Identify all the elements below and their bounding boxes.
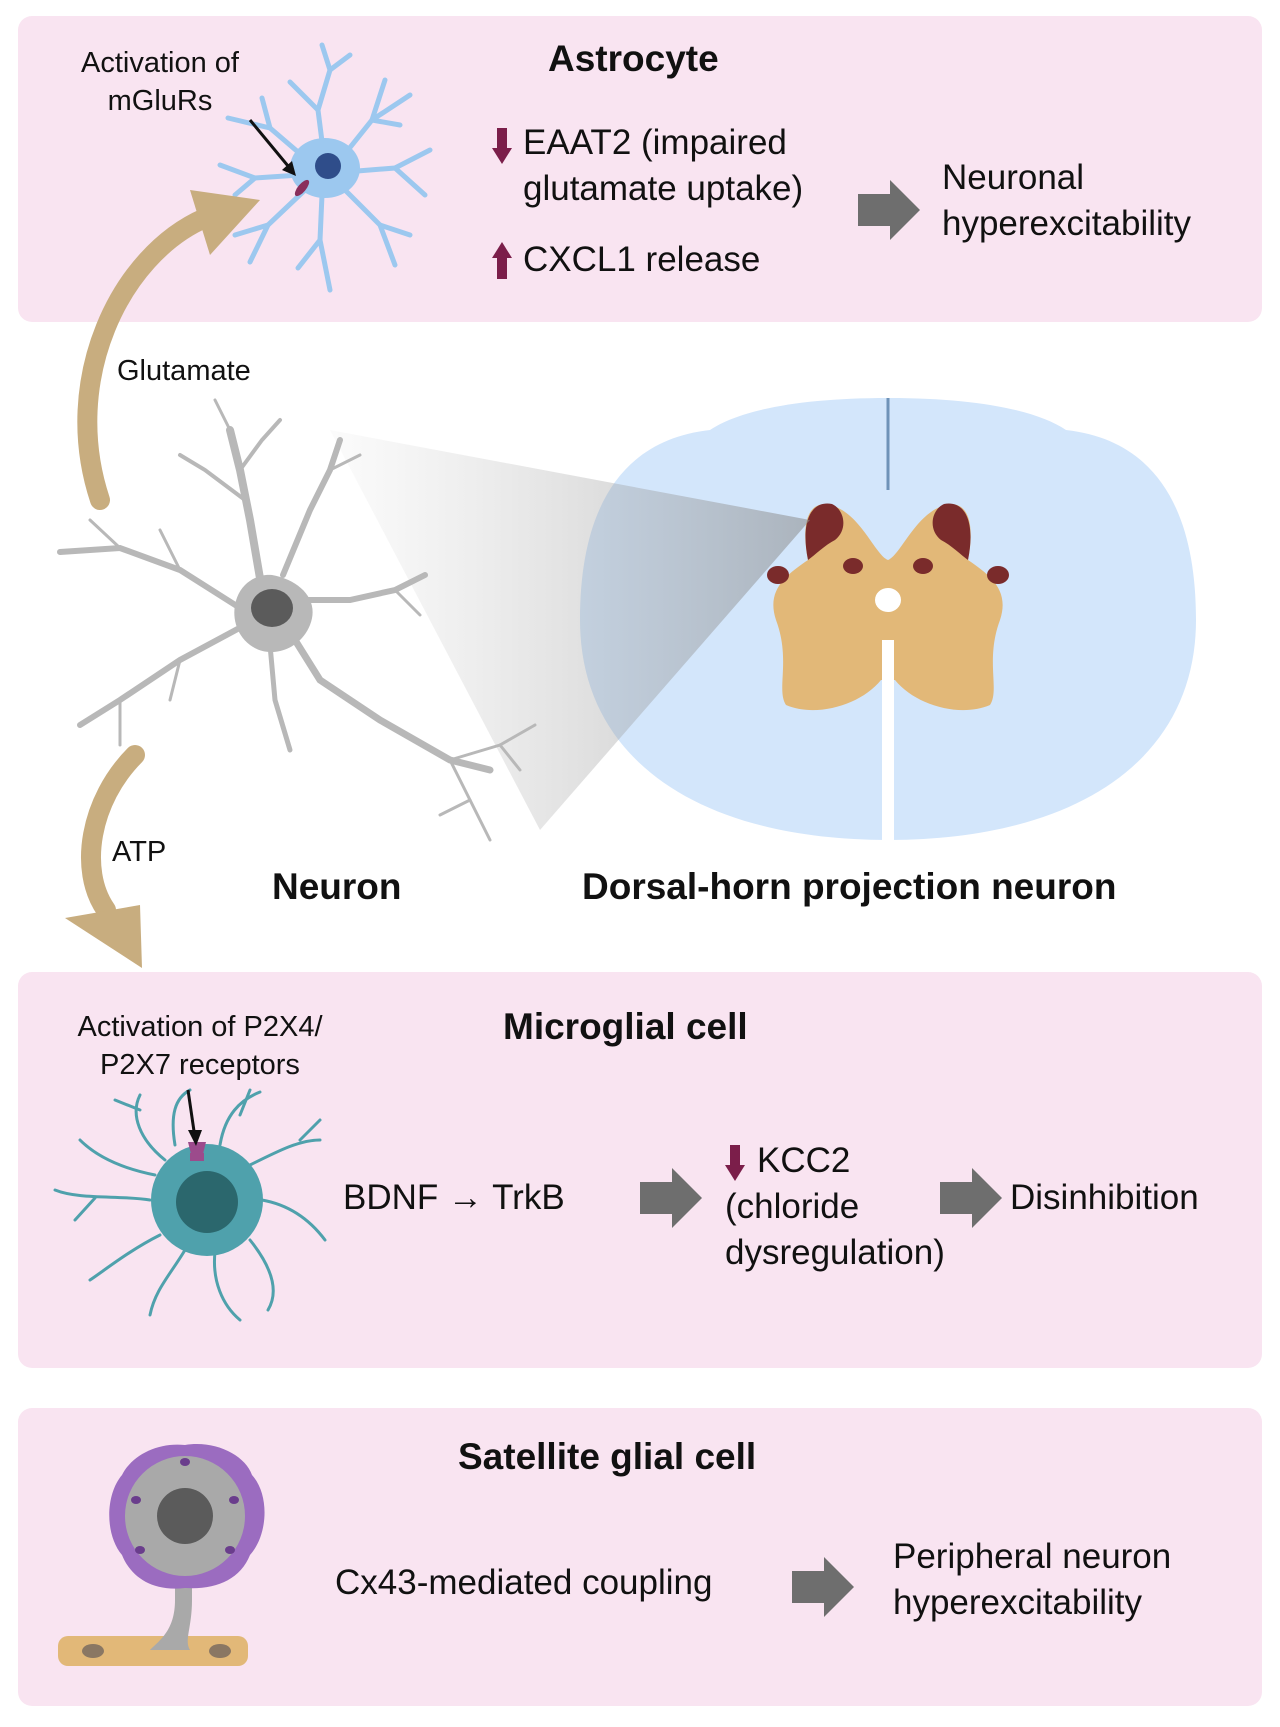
spinal-cord-label: Dorsal-horn projection neuron bbox=[582, 866, 1117, 907]
satellite-title: Satellite glial cell bbox=[458, 1436, 757, 1477]
mglur-label-line-1: Activation of bbox=[81, 47, 239, 79]
kcc2-down-arrow bbox=[725, 1145, 745, 1181]
glutamate-curved-arrow bbox=[77, 190, 260, 510]
microglia-cell-illustration bbox=[53, 1088, 327, 1322]
eaat2-text-line-2: glutamate uptake) bbox=[523, 169, 804, 208]
microglia-flow-arrow-2 bbox=[940, 1168, 1002, 1228]
astrocyte-outcome-line-1: Neuronal bbox=[942, 158, 1085, 197]
peripheral-outcome-line-2: hyperexcitability bbox=[893, 1583, 1142, 1622]
kcc2-text-line-2: (chloride bbox=[725, 1187, 860, 1226]
bdnf-trkb-text: BDNF → TrkB bbox=[343, 1178, 565, 1217]
kcc2-text-line-1: KCC2 bbox=[757, 1141, 851, 1180]
cxcl1-up-arrow bbox=[492, 242, 512, 279]
astrocyte-title: Astrocyte bbox=[548, 38, 719, 79]
peripheral-outcome: Peripheral neuron hyperexcitability bbox=[893, 1534, 1171, 1626]
kcc2-text: KCC2 (chloride dysregulation) bbox=[725, 1138, 945, 1276]
eaat2-down-arrow bbox=[492, 128, 512, 164]
mglur-label: Activation of mGluRs bbox=[50, 44, 270, 120]
neuron-label: Neuron bbox=[272, 866, 402, 907]
kcc2-text-line-3: dysregulation) bbox=[725, 1233, 945, 1272]
satellite-flow-arrow bbox=[792, 1557, 854, 1617]
microglia-title: Microglial cell bbox=[503, 1006, 748, 1047]
astrocyte-cell-illustration bbox=[217, 42, 433, 293]
cxcl1-text: CXCL1 release bbox=[523, 240, 761, 279]
p2x-label-line-1: Activation of P2X4/ bbox=[77, 1011, 323, 1043]
p2x-label: Activation of P2X4/ P2X7 receptors bbox=[30, 1008, 370, 1084]
microglia-flow-arrow-1 bbox=[640, 1168, 702, 1228]
peripheral-outcome-line-1: Peripheral neuron bbox=[893, 1537, 1172, 1576]
eaat2-text: EAAT2 (impaired glutamate uptake) bbox=[523, 120, 803, 212]
neuron-illustration bbox=[57, 398, 537, 842]
glutamate-label: Glutamate bbox=[117, 355, 251, 387]
zoom-cone bbox=[330, 430, 810, 830]
cx43-text: Cx43-mediated coupling bbox=[335, 1563, 713, 1602]
mglur-label-line-2: mGluRs bbox=[107, 85, 213, 117]
astrocyte-flow-arrow bbox=[858, 180, 920, 240]
atp-label: ATP bbox=[112, 836, 167, 868]
disinhibition-text: Disinhibition bbox=[1010, 1178, 1199, 1217]
eaat2-text-line-1: EAAT2 (impaired bbox=[523, 123, 787, 162]
astrocyte-outcome: Neuronal hyperexcitability bbox=[942, 155, 1191, 247]
p2x-label-line-2: P2X7 receptors bbox=[100, 1049, 300, 1081]
astrocyte-outcome-line-2: hyperexcitability bbox=[942, 204, 1191, 243]
atp-curved-arrow bbox=[65, 745, 145, 968]
